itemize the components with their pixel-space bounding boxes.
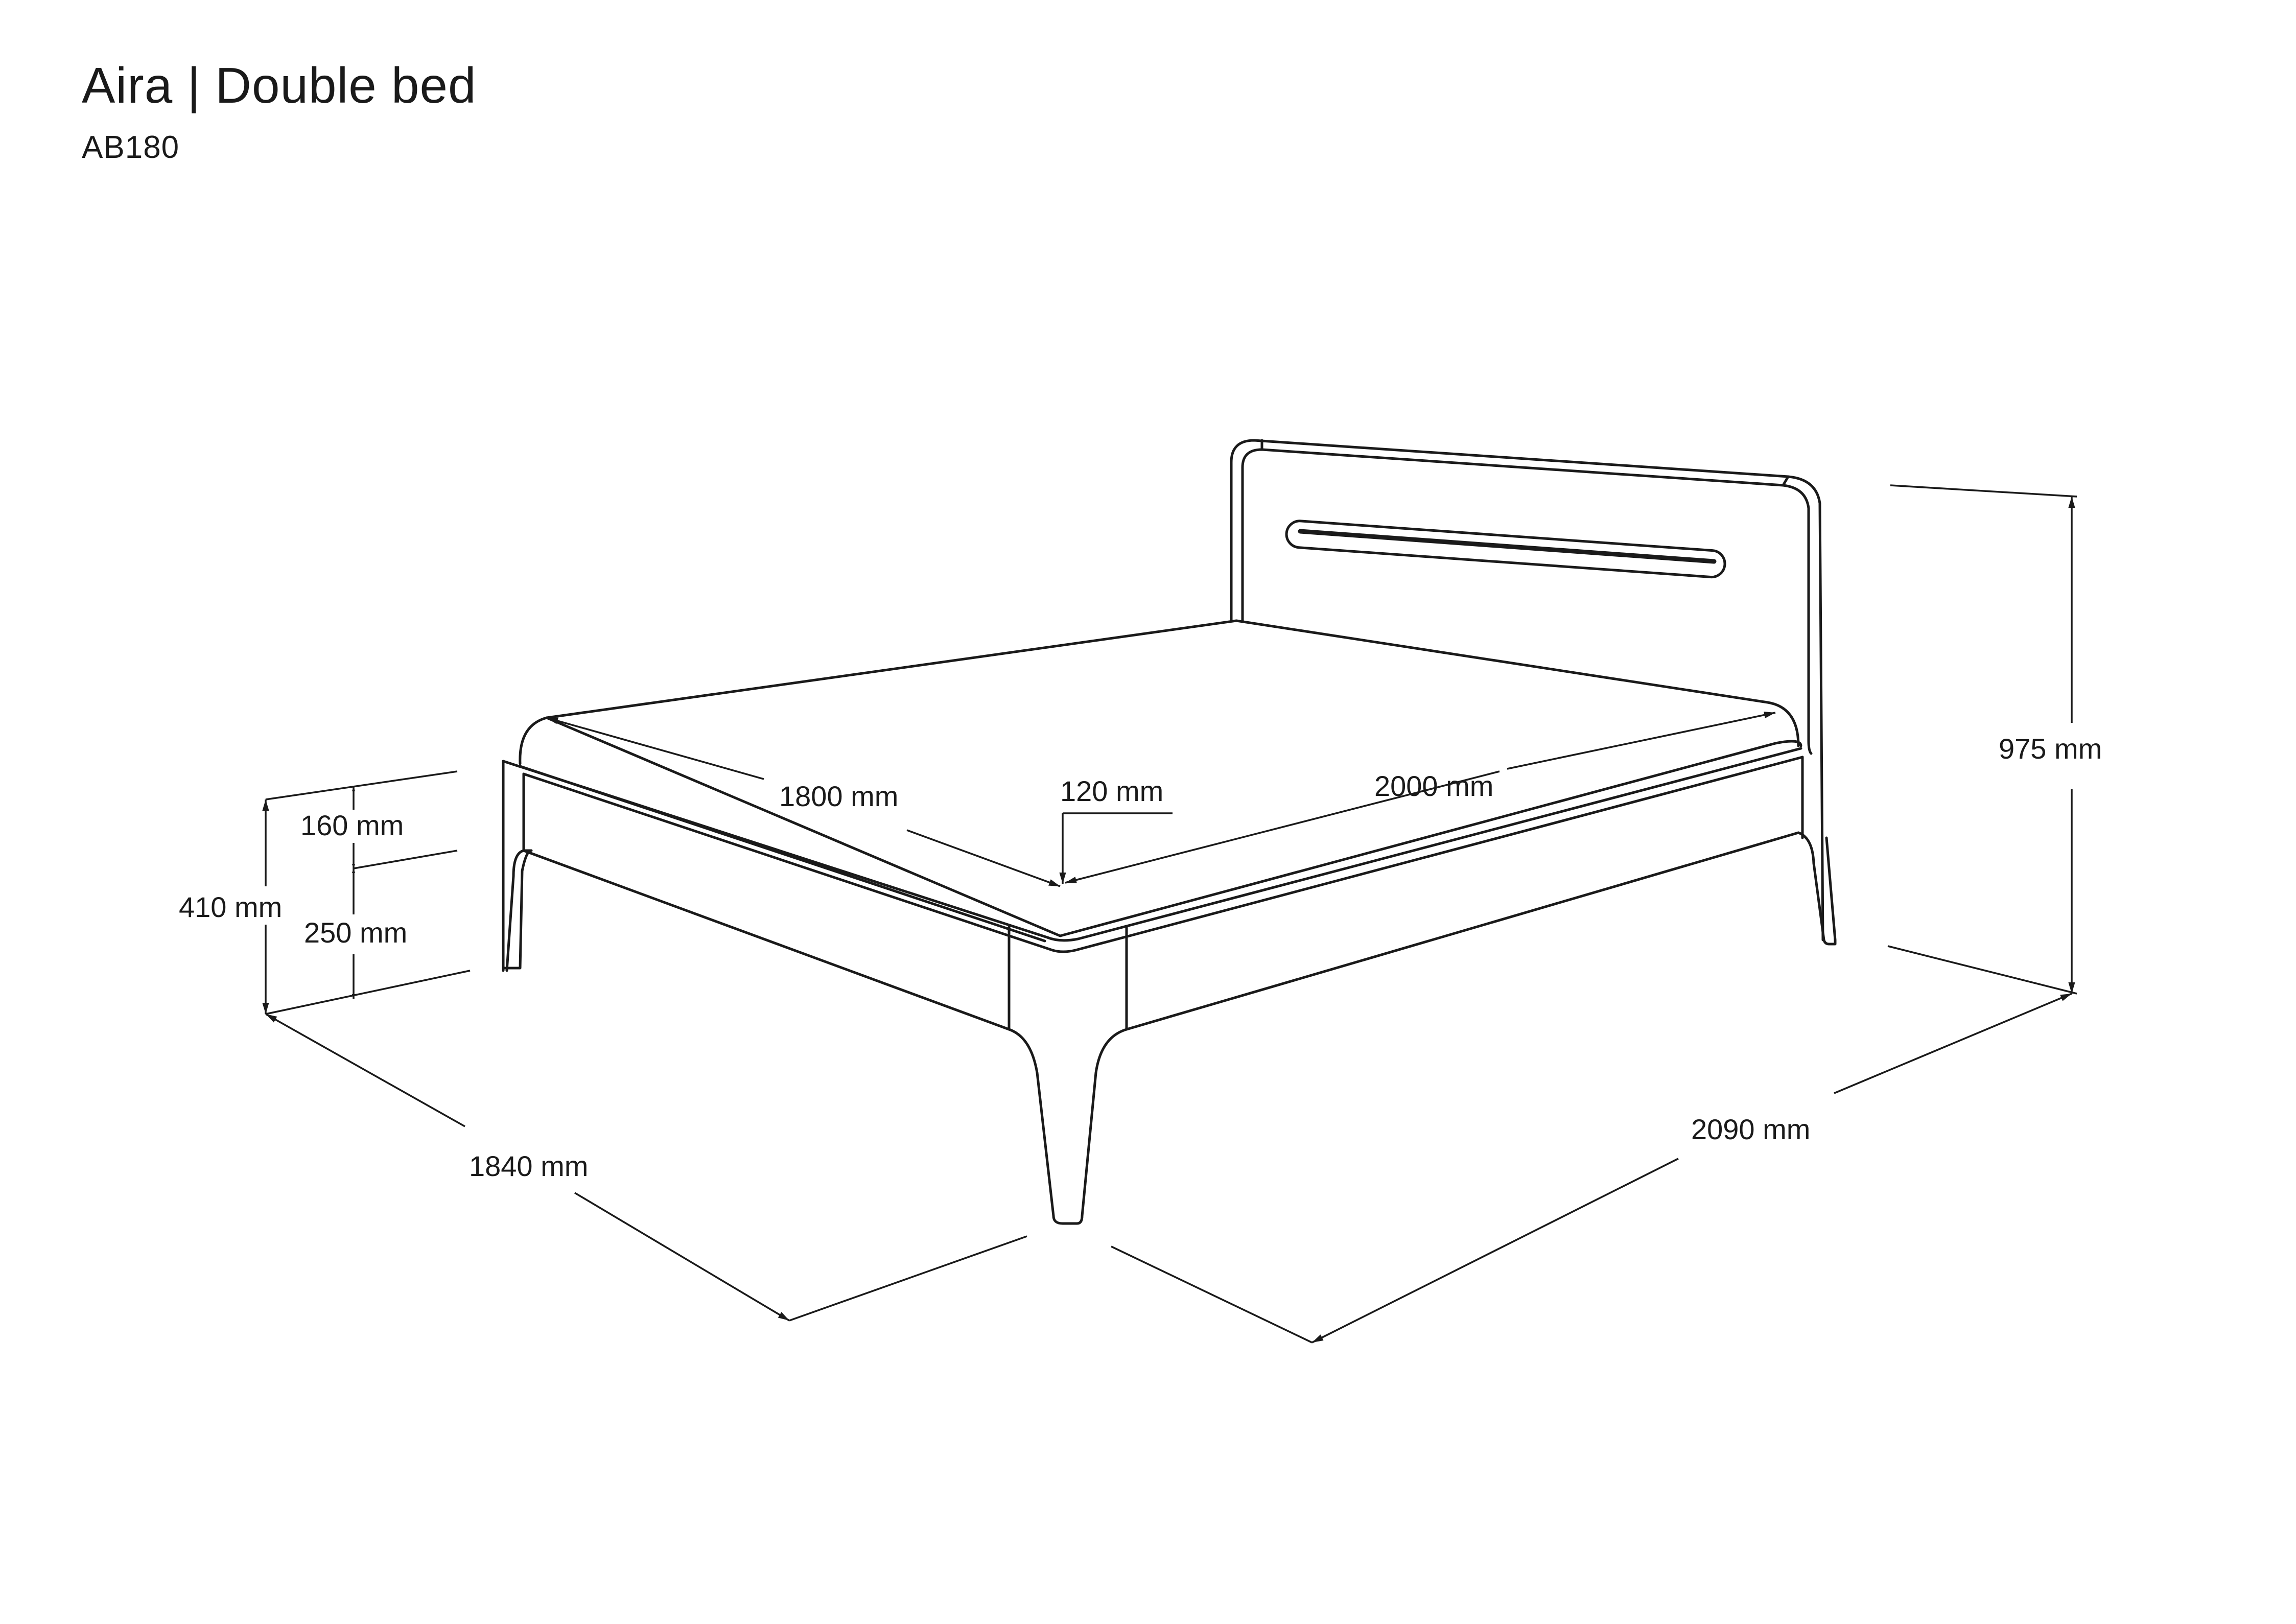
header: Aira | Double bed AB180	[82, 60, 476, 163]
dim-total-length: 2090 mm	[1691, 1113, 1810, 1145]
headboard	[1230, 439, 1824, 942]
product-model: AB180	[82, 130, 180, 165]
dim-total-width: 1840 mm	[469, 1150, 588, 1182]
dim-mattress-length: 2000 mm	[1374, 770, 1493, 802]
dim-total-height: 975 mm	[1999, 733, 2102, 765]
bed-outline	[502, 439, 1837, 1225]
dim-mattress-width: 1800 mm	[779, 780, 898, 812]
dimension-labels: 1800 mm 120 mm 2000 mm 975 mm 410 mm 160…	[179, 733, 2102, 1182]
headboard-slot	[1285, 520, 1726, 579]
mattress	[519, 619, 1802, 937]
dim-leg-clearance: 250 mm	[304, 916, 407, 949]
dim-frame-top: 160 mm	[300, 809, 404, 841]
dimension-lines	[262, 484, 2077, 1344]
frame-rails	[502, 747, 1804, 1031]
dim-mattress-height: 120 mm	[1060, 775, 1163, 807]
product-title: Aira | Double bed	[82, 57, 477, 113]
bed-legs	[502, 831, 1837, 1225]
dim-bed-height: 410 mm	[179, 891, 282, 923]
